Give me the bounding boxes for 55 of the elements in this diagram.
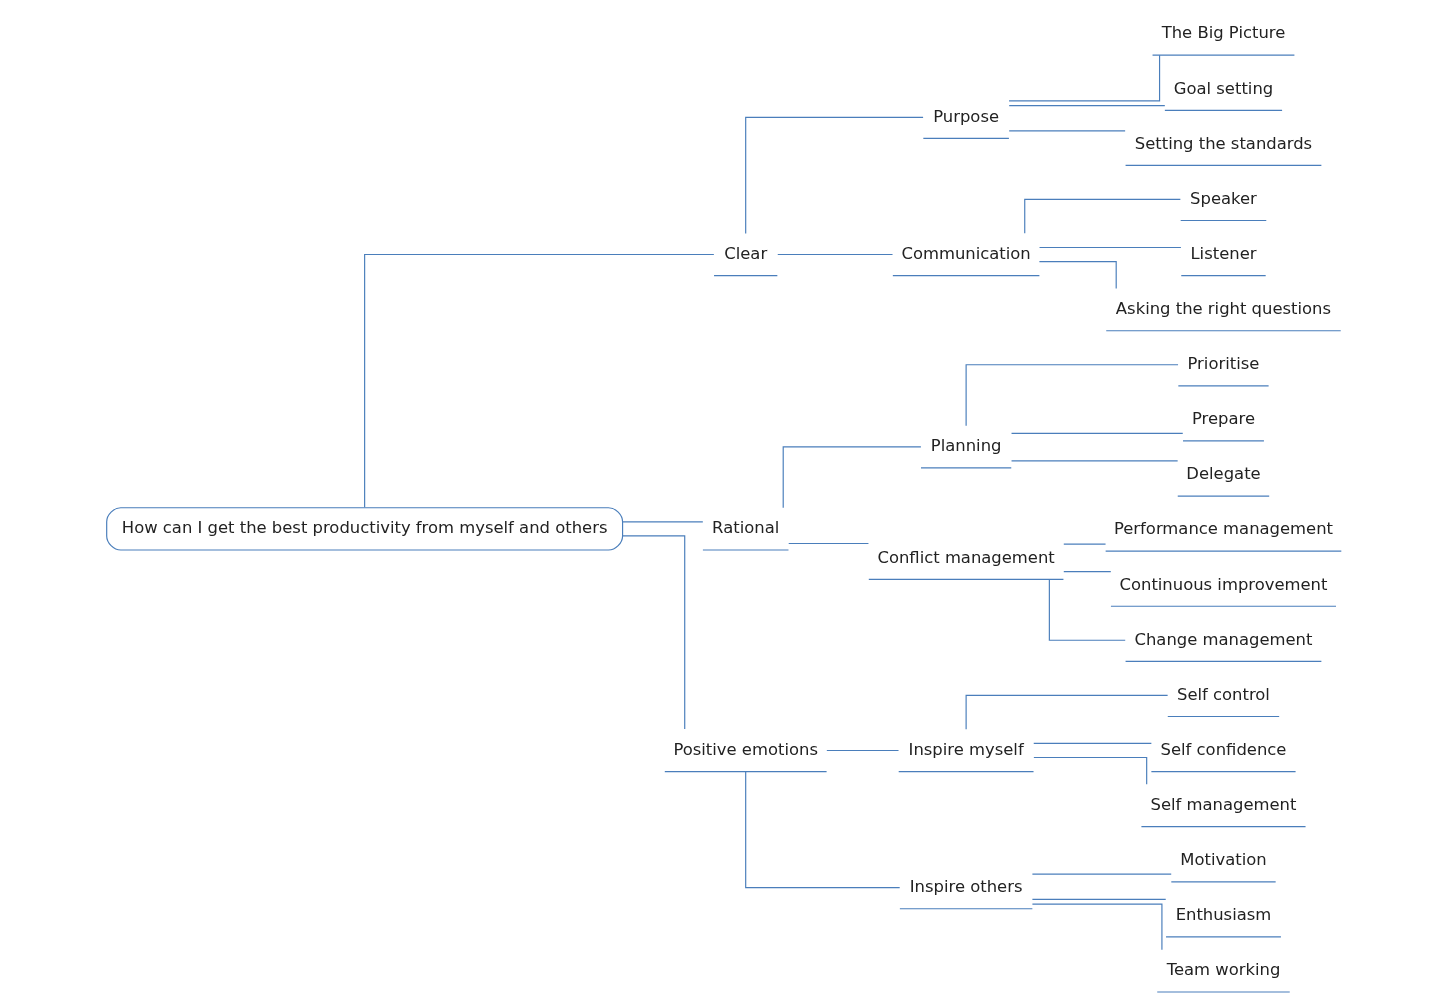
connector [1031, 903, 1163, 951]
connector [364, 253, 715, 508]
connector [1033, 756, 1148, 785]
node-text: Clear [724, 243, 768, 263]
node-text: Continuous improvement [1119, 574, 1328, 594]
connector [1010, 460, 1179, 462]
connector [1008, 105, 1166, 107]
node-text: Communication [901, 243, 1031, 263]
node-text: Planning [930, 436, 1002, 456]
node-text: Team working [1166, 960, 1281, 980]
node-text: Conflict management [877, 547, 1055, 567]
connector [1038, 260, 1117, 289]
node-text: Prioritise [1187, 354, 1260, 374]
node-text: Positive emotions [673, 739, 818, 759]
connector [826, 749, 900, 752]
node-box: How can I get the best productivity from myself and others [106, 507, 624, 551]
node-text: Self control [1177, 684, 1270, 704]
node-text: Motivation [1180, 850, 1267, 870]
connector [1048, 578, 1126, 641]
connector [788, 542, 870, 545]
connector [1063, 571, 1112, 573]
node-text: The Big Picture [1161, 23, 1286, 43]
connector [782, 446, 922, 509]
node-text: Change management [1134, 629, 1313, 649]
node-text: Purpose [933, 106, 1000, 126]
node-text: Performance management [1113, 519, 1334, 539]
connector [1010, 432, 1184, 434]
connector [1038, 246, 1182, 249]
connector [1008, 54, 1161, 102]
connector [1031, 898, 1167, 900]
node-text: Self confidence [1160, 739, 1287, 759]
node-text: Speaker [1190, 188, 1257, 208]
node-text: Self management [1150, 794, 1297, 814]
connector [965, 364, 1179, 427]
connector [1063, 543, 1107, 545]
connector [965, 694, 1169, 730]
connector [1024, 198, 1181, 234]
connector [1033, 742, 1152, 745]
node-text: Goal setting [1173, 78, 1274, 98]
node-text: Prepare [1191, 409, 1255, 429]
connector [777, 253, 894, 256]
node-text: Inspire others [909, 877, 1023, 896]
node-text: Inspire myself [908, 739, 1024, 759]
connector [622, 521, 704, 523]
node-text: Rational [712, 518, 780, 538]
node-text: Listener [1190, 243, 1257, 263]
node-text: Setting the standards [1134, 133, 1313, 153]
connector [1008, 130, 1126, 132]
connector [622, 535, 686, 730]
node-text: Enthusiasm [1175, 905, 1272, 925]
connector [745, 771, 901, 889]
connector [1031, 873, 1172, 875]
node-text: Asking the right questions [1115, 298, 1332, 318]
node-text: Delegate [1186, 464, 1261, 484]
connector [745, 116, 924, 234]
